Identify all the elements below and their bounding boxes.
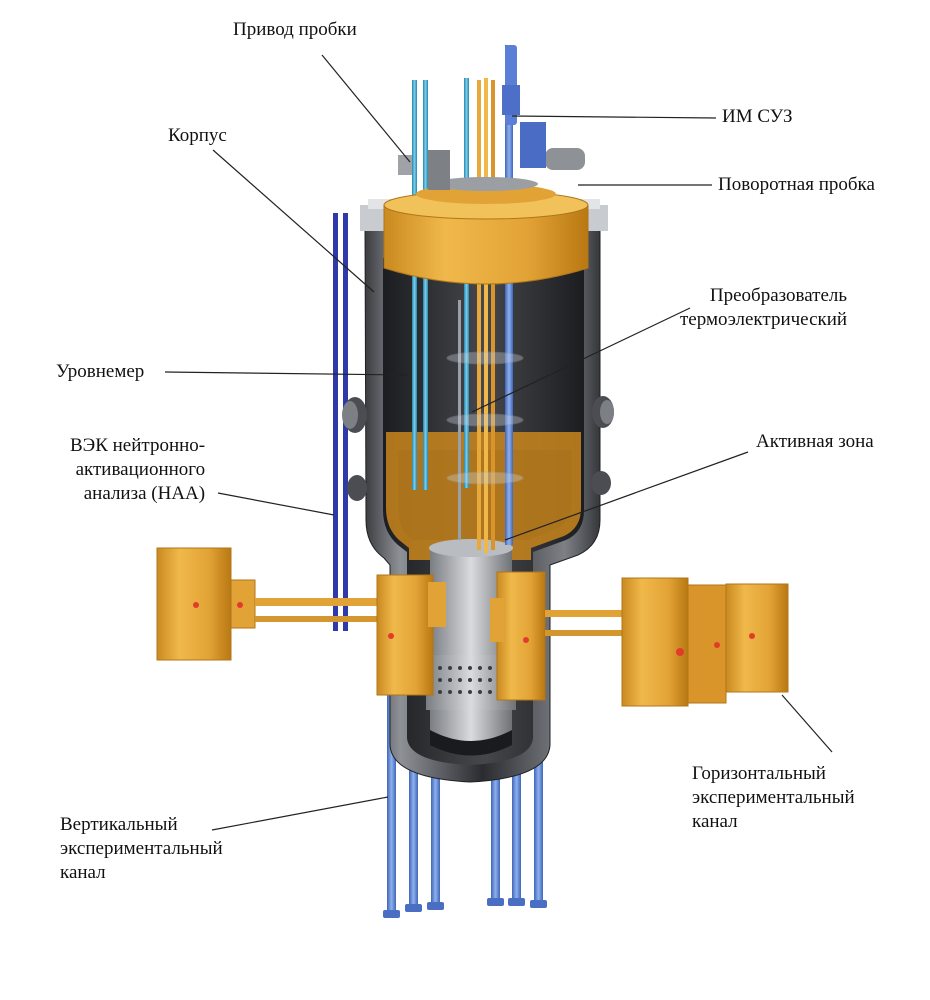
label-cps: ИМ СУЗ [722,106,793,127]
leader-horizontal [781,694,833,753]
leader-drive [321,54,411,163]
leader-naa [217,492,335,516]
leader-lines [164,54,833,831]
leader-vertical [211,796,389,831]
label-rotating-plug: Поворотная пробка [718,174,875,195]
label-drive: Привод пробки [233,19,357,40]
label-horizontal-channel: Горизонтальный экспериментальный канал [692,763,855,832]
label-core: Активная зона [756,431,874,452]
leader-level [164,371,409,376]
leader-core [504,451,749,541]
label-level-gauge: Уровнемер [56,361,145,382]
label-vertical-channel: Вертикальный экспериментальный канал [60,814,223,883]
leader-body [212,149,375,293]
rotating-plug [360,177,608,285]
label-converter: Преобразователь термоэлектрический [680,285,848,330]
horizontal-channel-left [156,547,446,696]
top-drive-mechanism [398,45,585,190]
vertical-channel-rods [383,690,547,918]
horizontal-channel-right [490,571,789,707]
label-body: Корпус [168,125,227,146]
label-naa-channel: ВЭК нейтронно- активационного анализа (Н… [70,435,206,504]
leader-cps [511,115,717,119]
thermoelectric-converter [446,351,524,485]
leader-converter [471,307,691,413]
